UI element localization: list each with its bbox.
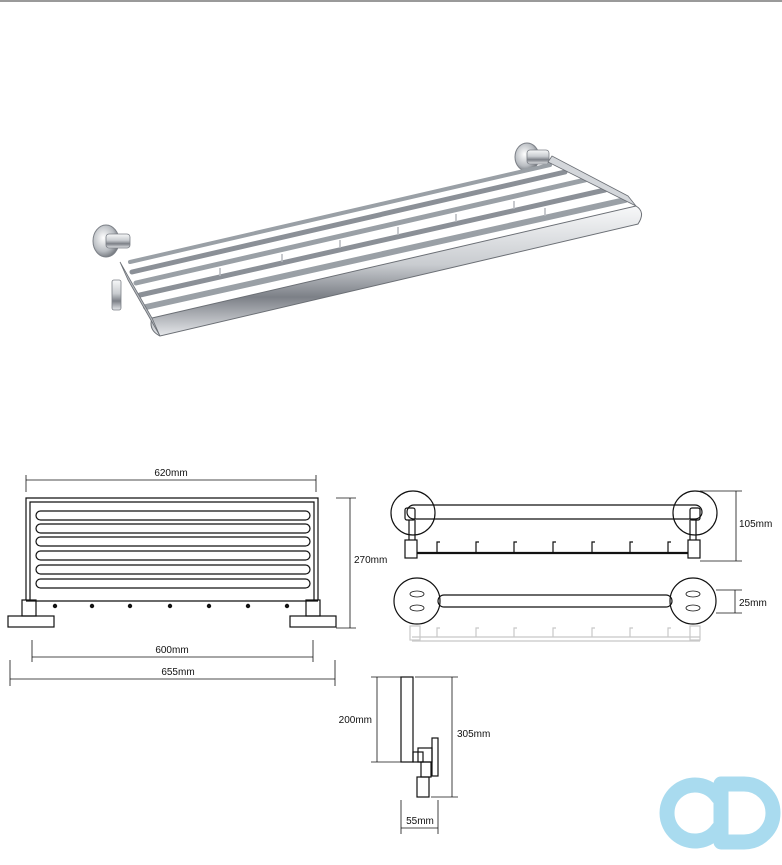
dim-label-600: 600mm <box>155 645 188 656</box>
front-rail-5 <box>35 564 311 575</box>
side-joint <box>417 747 433 763</box>
top-left-rosette <box>390 490 436 536</box>
bottom-ghost-rail <box>409 625 701 642</box>
photo-hooks <box>219 201 546 276</box>
dim-label-200: 200mm <box>339 715 372 726</box>
front-rail-3 <box>35 536 311 547</box>
top-hooks <box>436 541 671 553</box>
front-view-drawing: 620mm 270mm <box>7 468 387 686</box>
dim-label-270: 270mm <box>354 555 387 566</box>
dim-label-620: 620mm <box>154 468 187 479</box>
dim-label-105: 105mm <box>739 519 772 530</box>
front-bar <box>150 205 642 337</box>
top-right-rosette <box>672 490 718 536</box>
rail-5 <box>143 197 628 310</box>
bottom-main-bar <box>437 594 673 608</box>
front-rail-4 <box>35 550 311 561</box>
side-wall-plate <box>431 737 439 777</box>
side-lower-bracket <box>416 776 430 798</box>
top-right-bracket <box>687 539 701 559</box>
left-wall-arm <box>105 233 131 249</box>
bottom-screw-holes <box>409 590 701 612</box>
rail-3 <box>133 177 588 286</box>
top-divider <box>0 0 782 2</box>
front-right-bracket <box>305 599 321 617</box>
front-rail-2 <box>35 523 311 534</box>
cd-logo-icon <box>659 776 781 850</box>
rail-1 <box>128 163 552 264</box>
dim-label-305: 305mm <box>457 729 490 740</box>
front-left-bracket <box>21 599 37 617</box>
top-left-bracket <box>404 539 418 559</box>
side-view-drawing: 200mm 305mm 55mm <box>339 676 490 834</box>
front-left-flange <box>7 615 55 628</box>
rail-4 <box>137 187 608 298</box>
product-photo <box>92 142 642 337</box>
left-lower-bracket <box>111 279 122 311</box>
right-wall-arm <box>526 149 550 165</box>
dim-label-25: 25mm <box>739 598 767 609</box>
left-side-frame <box>119 261 161 337</box>
bottom-right-rosette <box>669 577 717 625</box>
front-rail-1 <box>35 510 311 521</box>
front-rail-6 <box>35 578 311 589</box>
top-view-drawing: 105mm <box>390 490 772 562</box>
dim-label-655: 655mm <box>161 667 194 678</box>
front-frame-outline <box>25 497 319 600</box>
front-right-flange <box>289 615 337 628</box>
front-hooks <box>52 603 290 609</box>
rail-2 <box>129 169 568 275</box>
right-side-frame <box>547 155 637 207</box>
top-main-bar <box>406 504 703 520</box>
bottom-view-drawing: 25mm <box>393 577 767 642</box>
dim-label-55: 55mm <box>406 816 434 827</box>
side-vertical-bar <box>400 676 414 763</box>
bottom-left-rosette <box>393 577 441 625</box>
